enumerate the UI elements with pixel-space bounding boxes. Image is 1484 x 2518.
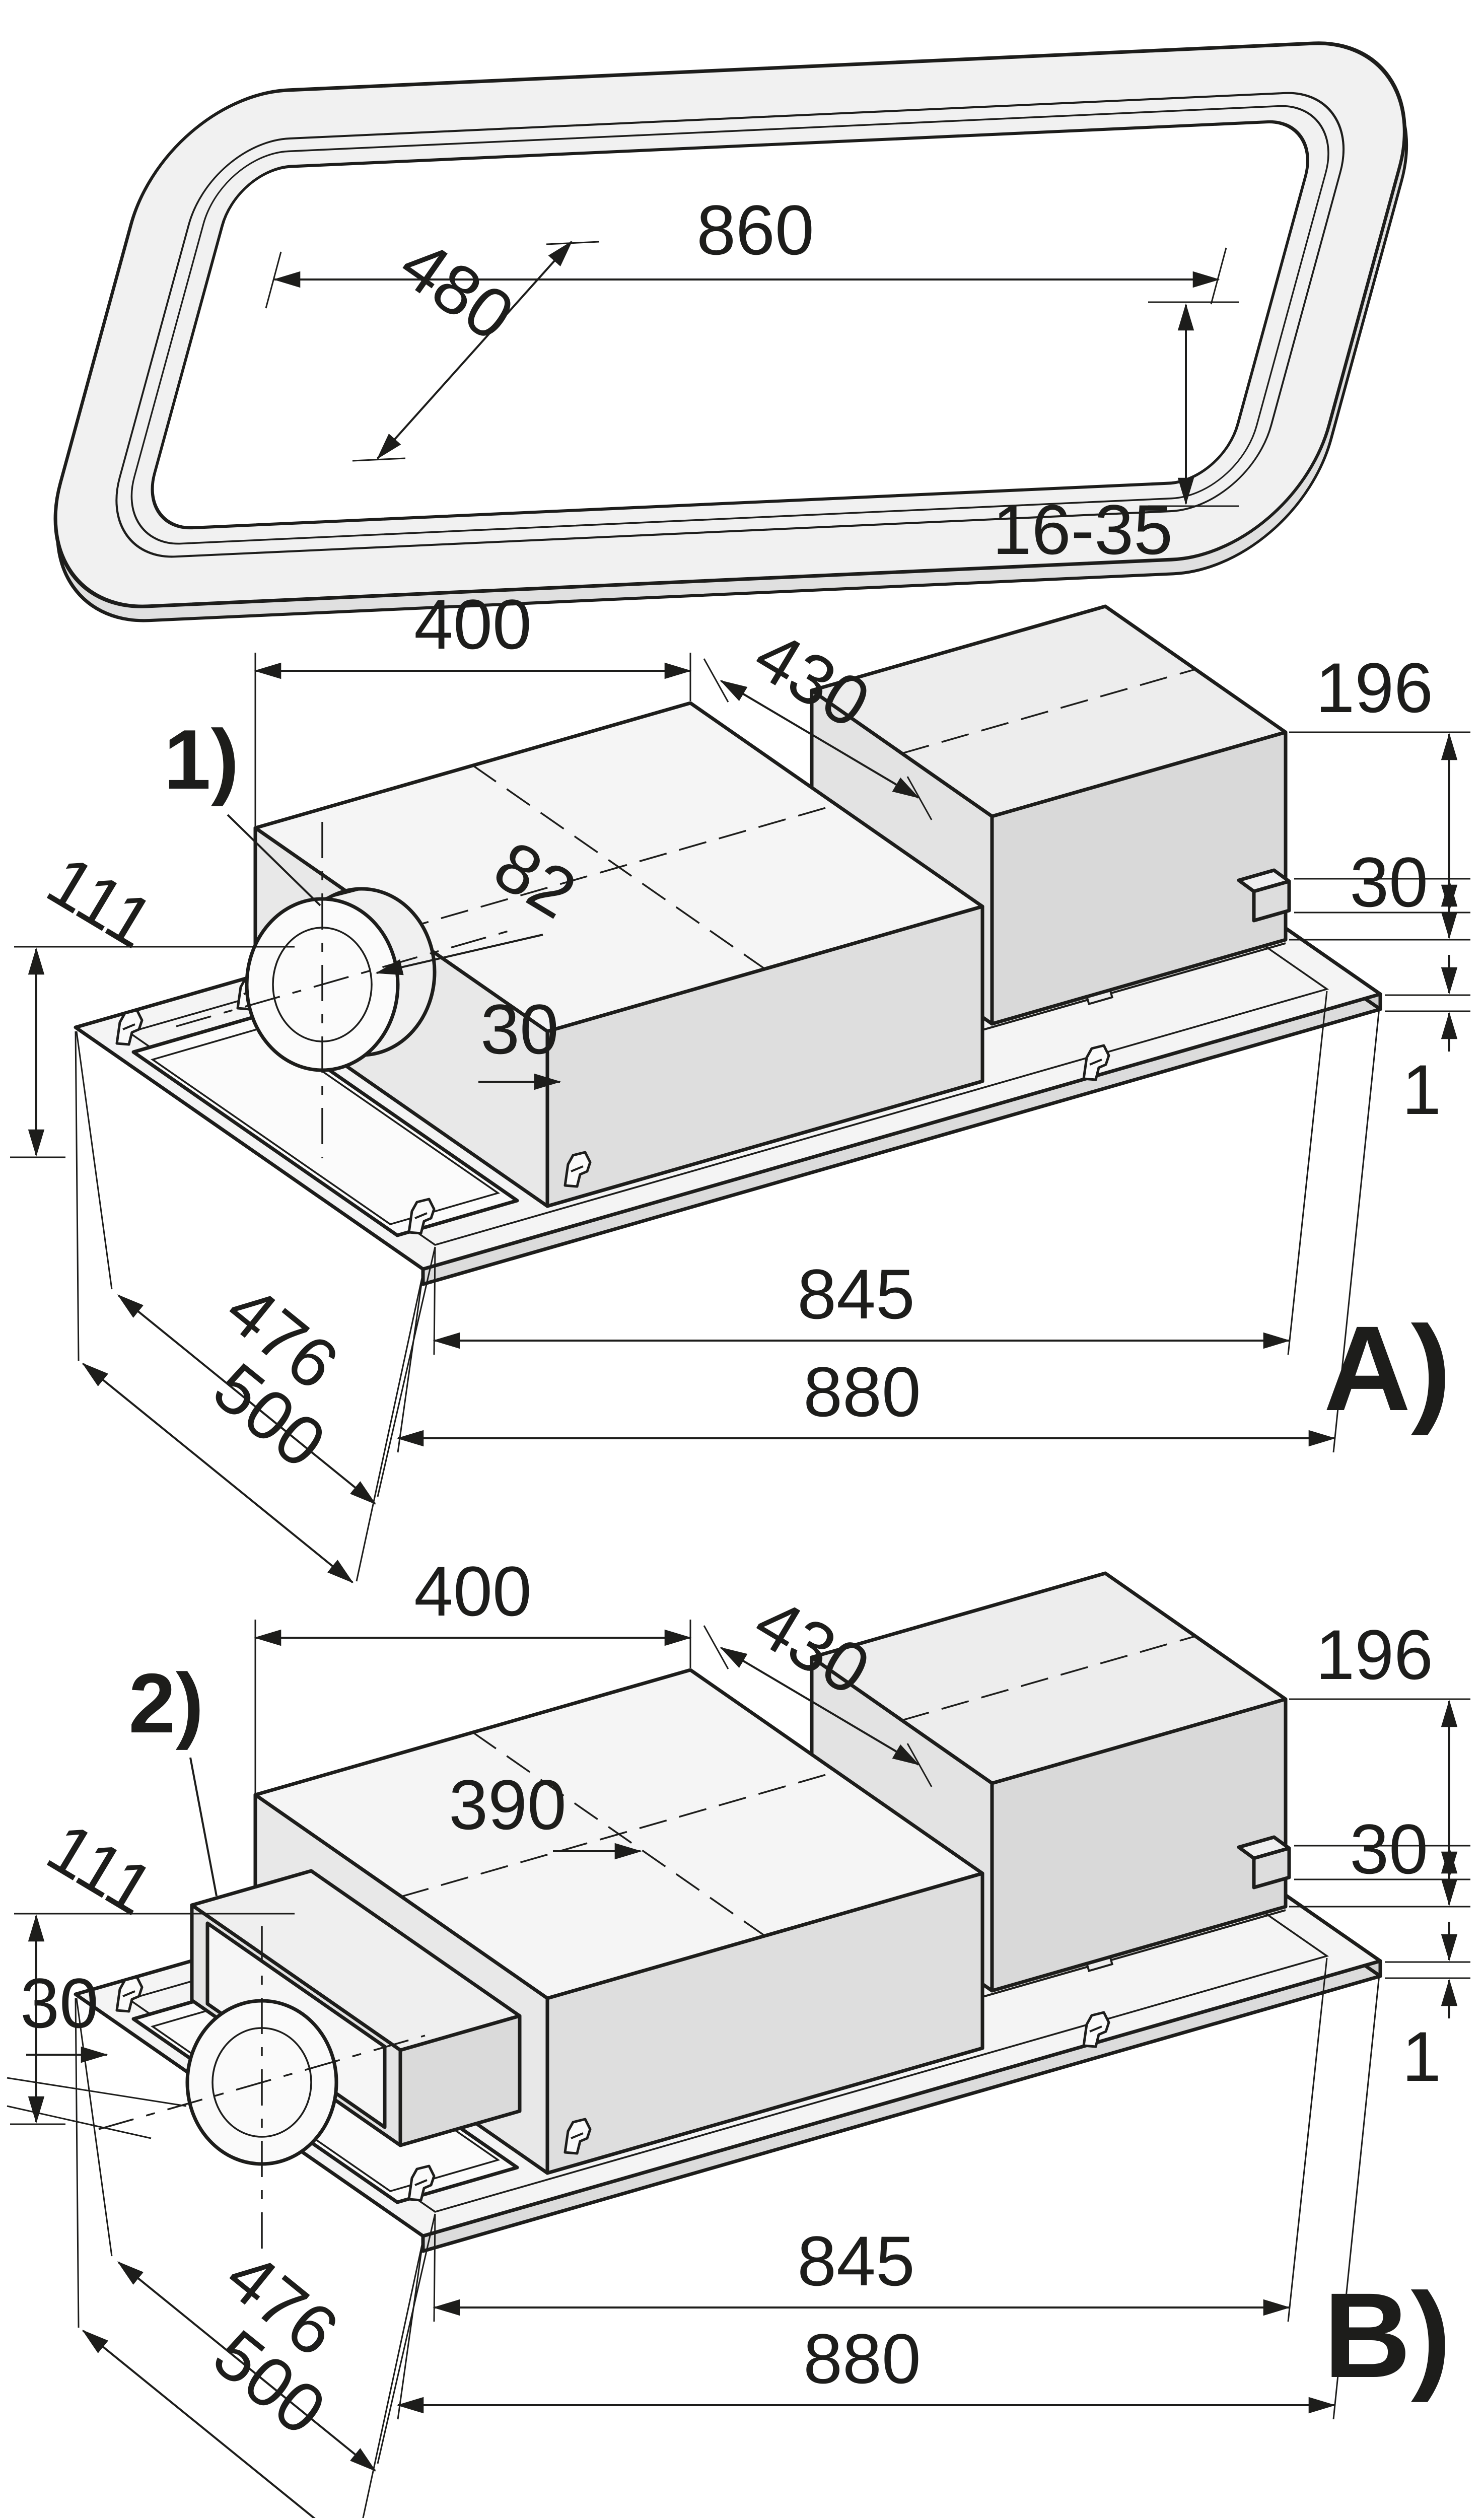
dim-label-880: 880: [803, 2319, 921, 2398]
dim-label-16-35: 16-35: [993, 490, 1173, 569]
extension-ticks-16-35: [1148, 301, 1239, 507]
dim-label-30-side: 30: [1350, 843, 1428, 922]
callout-1: 1): [164, 712, 321, 906]
dim-duct-edge-distance: 30: [478, 990, 561, 1090]
dim-label-845: 845: [797, 1254, 915, 1334]
dim-label-30-left: 30: [20, 1964, 99, 2043]
dim-label-30-side: 30: [1350, 1809, 1428, 1889]
frame-inner-lip-line: [130, 105, 1329, 545]
callout-label-1: 1): [164, 712, 239, 807]
dim-ceiling-thickness: 16-35: [993, 301, 1239, 569]
variant-a-label: A): [1323, 1301, 1451, 1436]
duct-horizontal-centerline: [98, 2035, 426, 2130]
dim-label-196: 196: [1315, 1615, 1433, 1694]
dim-flat-duct-length: 390: [449, 1765, 642, 1860]
dim-label-111: 111: [34, 840, 167, 963]
dim-label-390: 390: [449, 1765, 567, 1844]
variant-b-view: 390 30 2) 400 430 196 111 30 1 845 880 4…: [7, 1552, 1470, 2518]
dim-opening-length: 860: [265, 190, 1227, 309]
ceiling-cutout-view: 860 480 16-35: [53, 41, 1408, 622]
dim-label-400: 400: [414, 1552, 532, 1631]
callout-2: 2): [128, 1656, 218, 1897]
callout-leader-line: [227, 814, 321, 906]
callout-label-2: 2): [128, 1656, 203, 1751]
dim-duct-side-clearance: 30: [7, 1964, 187, 2139]
frame-lip-line: [115, 92, 1345, 558]
callout-leader-line: [189, 1757, 218, 1897]
dim-label-400: 400: [414, 585, 532, 664]
duct-horizontal-centerline: [176, 927, 519, 1027]
dim-label-845: 845: [797, 2221, 915, 2300]
dim-label-1: 1: [1402, 2017, 1441, 2096]
cutout-frame-perspective: [53, 41, 1408, 622]
dim-label-30-duct: 30: [480, 990, 559, 1069]
flat-duct-connection: [98, 1869, 522, 2256]
dim-label-196: 196: [1315, 648, 1433, 727]
dim-label-860: 860: [696, 190, 814, 269]
dimension-line-480: [377, 240, 573, 460]
round-duct-connection: [176, 822, 519, 1158]
dim-label-1: 1: [1402, 1050, 1441, 1129]
frame-opening: [151, 120, 1309, 530]
extension-lines-30-left: [7, 2077, 187, 2139]
flat-duct-front-face: [398, 2014, 522, 2147]
dim-label-880: 880: [803, 1352, 921, 1431]
leader-arrow-82: [375, 934, 543, 975]
dim-label-111: 111: [34, 1807, 167, 1930]
variant-a-view: 82 30 1) 400 430 196 111 30 1 845 880 47…: [10, 585, 1470, 1582]
variant-b-label: B): [1323, 2268, 1451, 2403]
